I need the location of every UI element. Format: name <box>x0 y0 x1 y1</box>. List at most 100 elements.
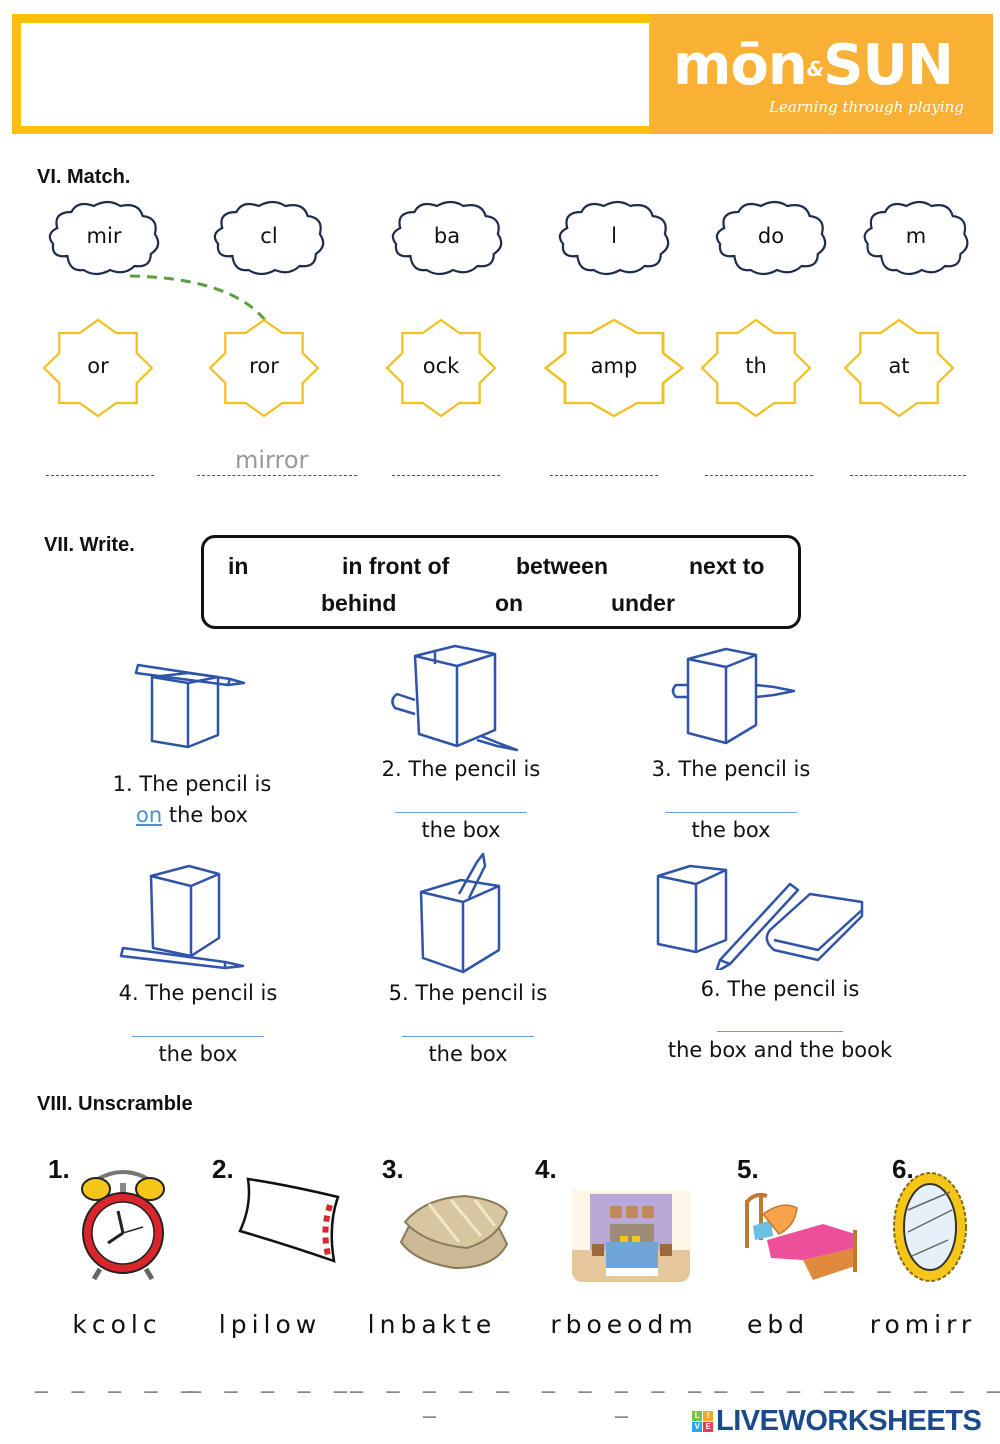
tile-e: E <box>703 1422 713 1432</box>
match-link-line <box>129 274 267 321</box>
cloud-syllable[interactable]: ba <box>388 198 506 278</box>
scrambled-word: lnbakte <box>367 1310 497 1339</box>
match-answer-text: mirror <box>235 446 309 474</box>
brand-name-sun: SUN <box>823 33 954 98</box>
star-syllable[interactable]: ock <box>385 318 497 418</box>
cloud-shape-icon <box>863 200 969 276</box>
cloud-syllable[interactable]: l <box>555 198 673 278</box>
write-prompt: 6. The pencil is <box>700 977 860 1001</box>
write-answer-field[interactable] <box>717 1031 843 1032</box>
unscramble-number: 6. <box>892 1154 914 1184</box>
star-label: ror <box>249 354 279 378</box>
brand-name-moon: mōn <box>673 33 808 98</box>
star-syllable[interactable]: ror <box>208 318 320 418</box>
cloud-label: l <box>611 224 617 248</box>
star-syllable[interactable]: th <box>700 318 812 418</box>
pillow-picture <box>238 1177 340 1263</box>
write-sentence-end: the box <box>691 818 771 842</box>
cloud-shape-icon <box>715 200 827 276</box>
star-shape-icon <box>42 318 154 418</box>
star-syllable[interactable]: or <box>42 318 154 418</box>
cloud-label: do <box>757 224 785 248</box>
word-bank-item: next to <box>689 553 765 579</box>
write-prompt: 5. The pencil is <box>388 981 548 1005</box>
word-bank-item: behind <box>321 590 397 616</box>
pencil-between-box-and-book-picture <box>656 864 864 970</box>
brand-panel: mōn&SUN Learning through playing <box>651 14 993 134</box>
write-answer-field[interactable] <box>665 812 797 813</box>
match-answer-field[interactable] <box>197 475 357 476</box>
unscramble-number: 1. <box>48 1154 70 1184</box>
word-bank: in in front of between next to behind on… <box>201 535 801 629</box>
cloud-syllable[interactable]: cl <box>210 198 328 278</box>
unscramble-number: 5. <box>737 1154 759 1184</box>
liveworksheets-logo: L I V E LIVEWORKSHEETS <box>692 1405 982 1438</box>
write-sentence-end: the box <box>421 818 501 842</box>
cloud-label: cl <box>260 224 278 248</box>
name-field-area <box>21 23 649 126</box>
star-label: th <box>745 354 767 378</box>
scrambled-word: ebd <box>746 1310 810 1339</box>
write-prompt: 2. The pencil is <box>381 757 541 781</box>
unscramble-answer-field[interactable]: _ _ _ _ _ <box>187 1368 353 1393</box>
mirror-picture <box>893 1172 967 1282</box>
star-shape-icon <box>385 318 497 418</box>
cloud-syllable[interactable]: do <box>712 198 830 278</box>
cloud-syllable[interactable]: m <box>860 198 972 278</box>
write-prompt: 1. The pencil is <box>112 772 272 796</box>
tile-l: L <box>692 1411 702 1421</box>
unscramble-number: 4. <box>535 1154 557 1184</box>
star-shape-icon <box>543 318 685 418</box>
star-label: ock <box>422 354 460 378</box>
unscramble-answer-field[interactable]: _ _ _ _ _ <box>840 1368 1000 1393</box>
tile-v: V <box>692 1422 702 1432</box>
write-sentence-end: the box <box>428 1042 508 1066</box>
liveworksheets-text: LIVEWORKSHEETS <box>716 1405 982 1437</box>
match-answer-field[interactable] <box>705 475 813 476</box>
write-sentence-end: the box <box>158 1042 238 1066</box>
blanket-picture <box>399 1194 509 1270</box>
bedroom-picture <box>572 1190 690 1282</box>
word-bank-item: in <box>228 553 249 579</box>
star-syllable[interactable]: at <box>843 318 955 418</box>
cloud-shape-icon <box>213 200 325 276</box>
cloud-label: ba <box>433 224 461 248</box>
match-answer-field[interactable] <box>550 475 658 476</box>
star-label: or <box>87 354 109 378</box>
pencil-on-box-picture <box>134 663 246 749</box>
match-answer-field[interactable] <box>46 475 154 476</box>
pencil-in-front-of-box-picture <box>119 864 245 970</box>
star-shape-icon <box>843 318 955 418</box>
unscramble-title: VIII. Unscramble <box>37 1093 193 1115</box>
unscramble-number: 3. <box>382 1154 404 1184</box>
unscramble-answer-field[interactable]: _ _ _ _ <box>714 1368 842 1393</box>
write-answer-field[interactable] <box>402 1036 534 1037</box>
unscramble-number: 2. <box>212 1154 234 1184</box>
brand-amp: & <box>806 56 824 81</box>
scrambled-word: rboeodm <box>550 1310 698 1339</box>
match-answer-field[interactable] <box>850 475 966 476</box>
header-banner: mōn&SUN Learning through playing <box>12 14 993 134</box>
write-answer-field[interactable]: on <box>136 803 163 827</box>
write-sentence-end: the box and the book <box>667 1038 893 1062</box>
write-answer-field[interactable] <box>132 1036 264 1037</box>
word-bank-item: under <box>611 590 675 616</box>
write-answer-field[interactable] <box>395 812 527 813</box>
word-bank-item: between <box>516 553 609 579</box>
cloud-shape-icon <box>48 200 160 276</box>
unscramble-answer-field[interactable]: _ _ _ _ _ _ <box>349 1368 515 1418</box>
unscramble-answer-field[interactable]: _ _ _ _ _ <box>34 1368 200 1393</box>
write-title: VII. Write. <box>44 534 135 556</box>
moon-sun-logo: mōn&SUN <box>673 33 954 99</box>
star-label: amp <box>590 354 638 378</box>
scrambled-word: kcolc <box>72 1310 162 1339</box>
unscramble-answer-field[interactable]: _ _ _ _ _ _ <box>541 1368 707 1418</box>
tile-i: I <box>703 1411 713 1421</box>
star-shape-icon <box>208 318 320 418</box>
pencil-through-box-picture <box>671 647 796 745</box>
cloud-label: m <box>905 224 927 248</box>
brand-tagline: Learning through playing <box>769 98 964 116</box>
star-syllable[interactable]: amp <box>543 318 685 418</box>
cloud-syllable[interactable]: mir <box>45 198 163 278</box>
match-answer-field[interactable] <box>392 475 500 476</box>
